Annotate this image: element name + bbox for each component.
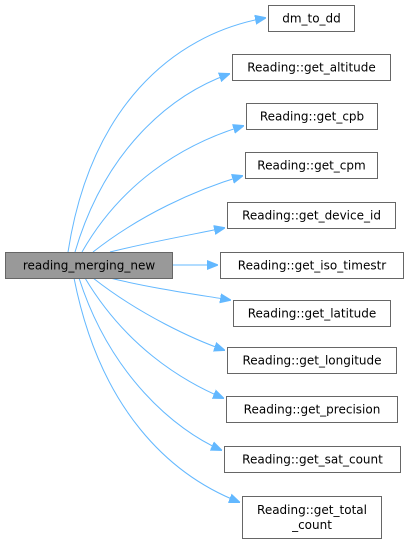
callee-node-label: Reading::get_device_id xyxy=(242,209,381,223)
edge-reading_merging_new-to-get_precision xyxy=(84,277,223,398)
callee-node-get_latitude[interactable]: Reading::get_latitude xyxy=(233,300,391,327)
callee-node-box xyxy=(246,103,378,130)
callee-node-box xyxy=(220,252,404,279)
edge-reading_merging_new-to-get_total_count xyxy=(73,277,239,502)
callee-node-box xyxy=(242,496,382,539)
callee-node-box xyxy=(245,152,378,179)
edge-reading_merging_new-to-get_cpb xyxy=(81,126,243,253)
edge-reading_merging_new-to-dm_to_dd xyxy=(67,18,265,253)
callee-node-get_sat_count[interactable]: Reading::get_sat_count xyxy=(224,446,401,473)
callee-node-box xyxy=(227,347,397,374)
callee-node-get_iso_timestr[interactable]: Reading::get_iso_timestr xyxy=(220,252,404,279)
callee-node-get_altitude[interactable]: Reading::get_altitude xyxy=(232,54,391,81)
callee-node-label: _count xyxy=(291,518,332,532)
edge-reading_merging_new-to-get_longitude xyxy=(92,277,224,350)
edge-reading_merging_new-to-get_altitude xyxy=(74,74,229,253)
callee-node-label: dm_to_dd xyxy=(282,12,341,26)
callee-node-box xyxy=(226,396,398,423)
callee-node-get_cpm[interactable]: Reading::get_cpm xyxy=(245,152,378,179)
callee-node-label: Reading::get_sat_count xyxy=(242,453,383,467)
edge-reading_merging_new-to-get_device_id xyxy=(109,228,224,253)
source-node[interactable]: reading_merging_new xyxy=(5,252,173,279)
source-node-label: reading_merging_new xyxy=(23,259,156,273)
callee-node-get_cpb[interactable]: Reading::get_cpb xyxy=(246,103,378,130)
callee-node-label: Reading::get_total xyxy=(257,503,367,517)
callee-node-label: Reading::get_altitude xyxy=(247,61,376,75)
callee-node-box xyxy=(232,54,391,81)
callee-node-label: Reading::get_latitude xyxy=(248,307,377,321)
callee-node-label: Reading::get_precision xyxy=(244,403,381,417)
nodes-layer: reading_merging_new dm_to_ddReading::get_… xyxy=(5,5,404,539)
edge-reading_merging_new-to-get_latitude xyxy=(109,277,230,300)
edges-layer xyxy=(67,18,265,502)
callee-node-get_device_id[interactable]: Reading::get_device_id xyxy=(227,202,396,229)
callee-node-label: Reading::get_iso_timestr xyxy=(238,259,386,273)
callee-node-label: Reading::get_longitude xyxy=(242,354,381,368)
callee-node-label: Reading::get_cpm xyxy=(257,159,365,173)
edge-reading_merging_new-to-get_sat_count xyxy=(78,277,221,450)
callee-node-get_total_count[interactable]: Reading::get_total_count xyxy=(242,496,382,539)
callee-node-label: Reading::get_cpb xyxy=(260,110,364,124)
callee-node-box xyxy=(227,202,396,229)
callee-node-get_precision[interactable]: Reading::get_precision xyxy=(226,396,398,423)
callee-node-box xyxy=(224,446,401,473)
callee-node-get_longitude[interactable]: Reading::get_longitude xyxy=(227,347,397,374)
callee-node-dm_to_dd[interactable]: dm_to_dd xyxy=(268,5,355,32)
source-node-box xyxy=(5,252,173,279)
edge-reading_merging_new-to-get_cpm xyxy=(92,176,242,253)
callee-node-box xyxy=(268,5,355,32)
callee-node-box xyxy=(233,300,391,327)
